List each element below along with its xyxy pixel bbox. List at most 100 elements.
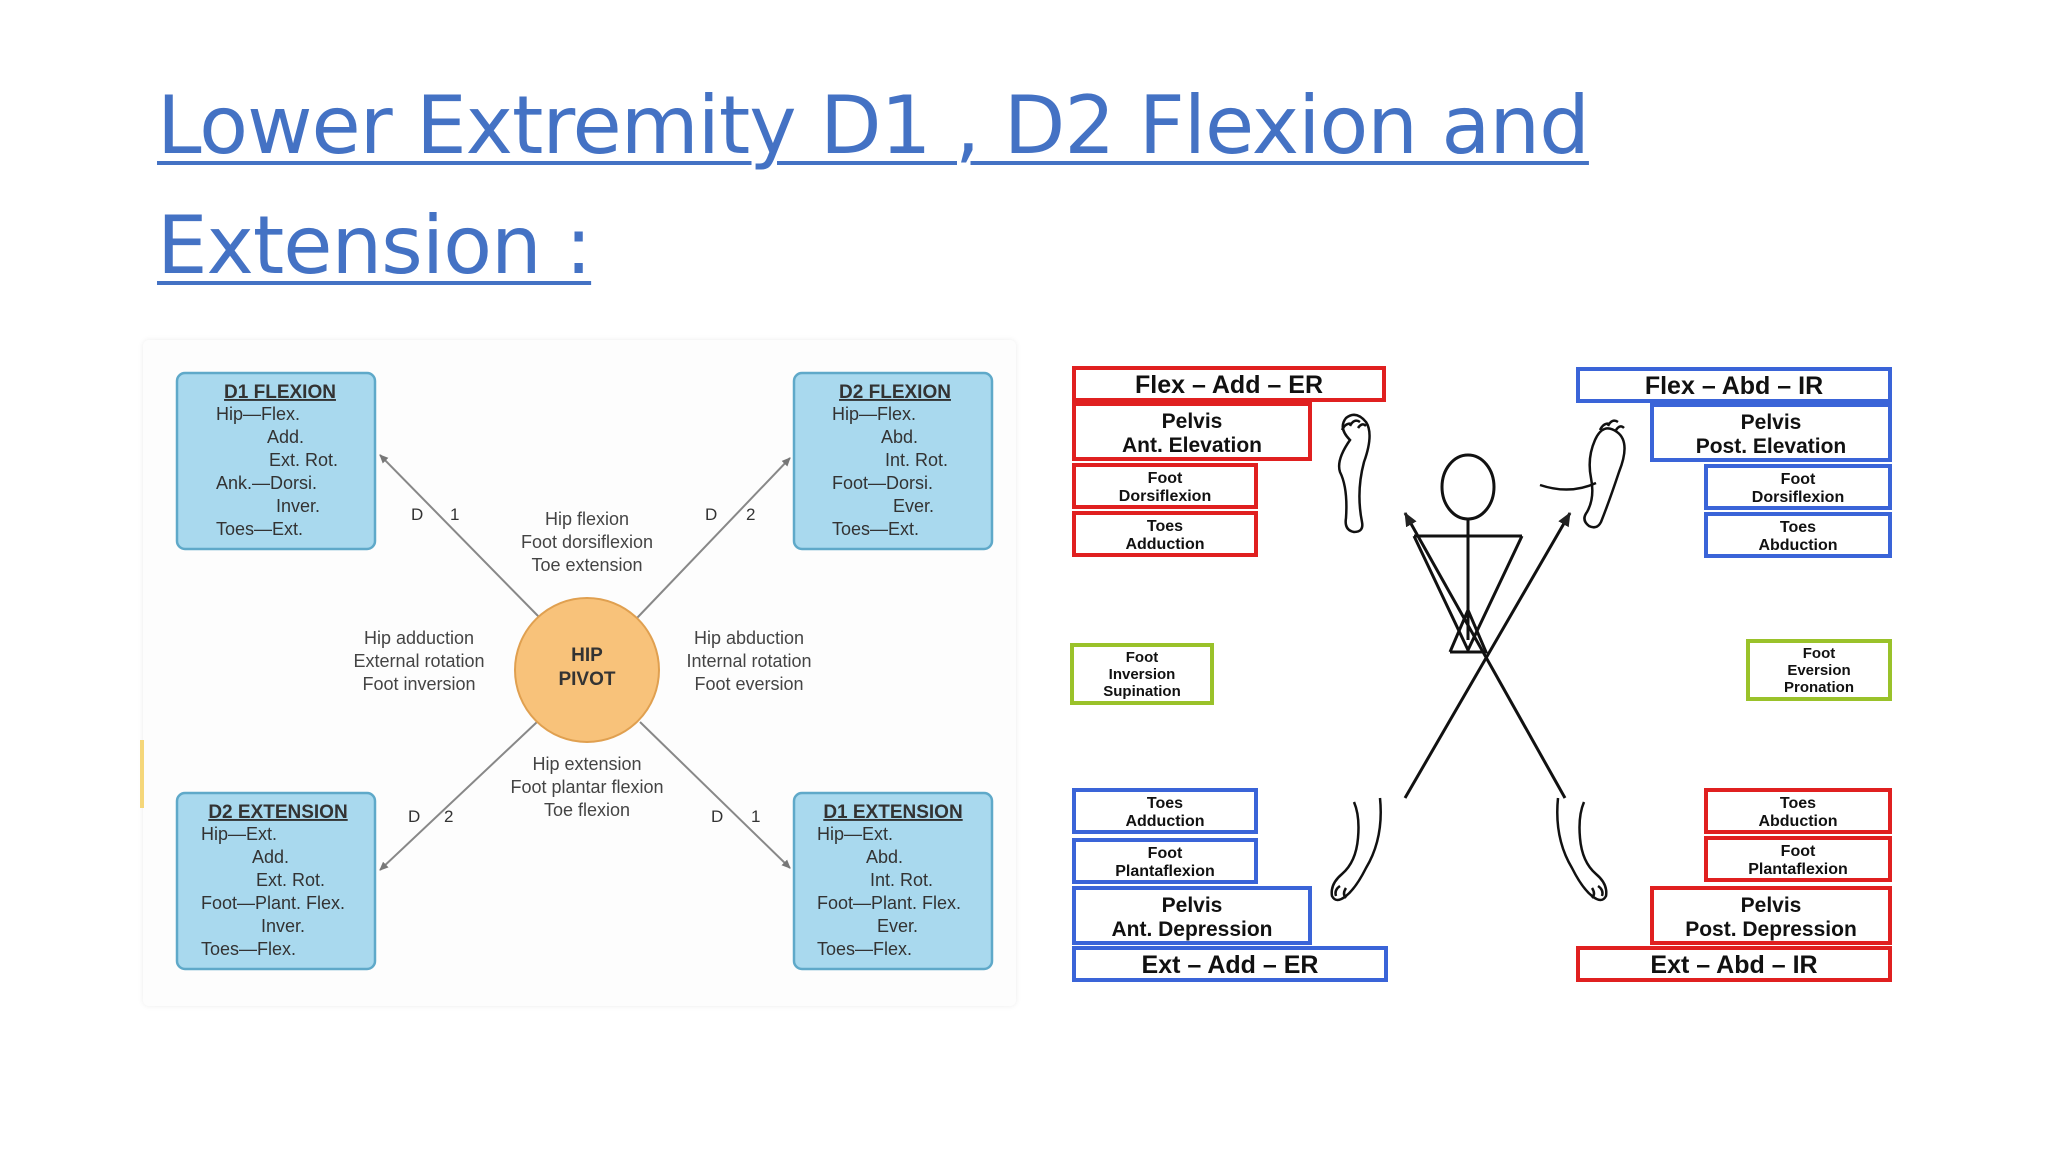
box-line: Hip—Ext. (817, 824, 893, 844)
motion-text-bottom: Hip extension (532, 754, 641, 774)
d1-flexion-box: D1 FLEXION Hip—Flex. Add. Ext. Rot. Ank.… (175, 371, 377, 551)
box-text: Pelvis (1741, 411, 1802, 434)
box-text: Adduction (1125, 813, 1204, 830)
pelvis-box (1650, 403, 1892, 462)
box-text: Toes (1147, 518, 1183, 535)
box-text: Plantaflexion (1115, 863, 1215, 880)
toes-box (1072, 788, 1258, 834)
box-line: Foot—Dorsi. (832, 473, 933, 493)
box-text: Pelvis (1741, 894, 1802, 917)
pattern-box-ext-add-er (1072, 946, 1388, 982)
box-text: Adduction (1125, 536, 1204, 553)
box-text: Supination (1103, 683, 1181, 700)
pattern-label: Flex – Add – ER (1135, 371, 1323, 399)
slide-title: Lower Extremity D1 , D2 Flexion and Exte… (157, 79, 1590, 292)
stick-figure (1412, 453, 1524, 654)
edge-highlight (140, 740, 144, 808)
box-text: Inversion (1109, 666, 1176, 683)
box-text: Foot (1803, 645, 1835, 662)
box-line: Toes—Flex. (201, 939, 296, 959)
box-line: Foot—Plant. Flex. (201, 893, 345, 913)
pattern-label: Flex – Abd – IR (1645, 372, 1823, 400)
box-text: Pelvis (1162, 410, 1223, 433)
box-line: Int. Rot. (870, 870, 933, 890)
box-line: Ank.—Dorsi. (216, 473, 317, 493)
pattern-label: Ext – Add – ER (1142, 951, 1319, 979)
box-line: Inver. (276, 496, 320, 516)
toes-box (1704, 788, 1892, 834)
d2-extension-arrow (379, 721, 538, 871)
box-line: Add. (252, 847, 289, 867)
box-text: Toes (1780, 795, 1816, 812)
box-line: Abd. (866, 847, 903, 867)
box-header: D1 FLEXION (224, 382, 336, 403)
pelvis-box (1072, 886, 1312, 945)
box-text: Foot (1148, 845, 1183, 862)
box-text: Foot (1126, 649, 1158, 666)
axis-label-d: D (411, 505, 423, 524)
box-line: Abd. (881, 427, 918, 447)
axis-label-number: 1 (751, 807, 760, 826)
box-text: Foot (1148, 470, 1183, 487)
box-text: Dorsiflexion (1752, 489, 1844, 506)
axis-label-d: D (408, 807, 420, 826)
foot-box (1704, 836, 1892, 882)
box-line: Ext. Rot. (256, 870, 325, 890)
d1-extension-box: D1 EXTENSION Hip—Ext. Abd. Int. Rot. Foo… (792, 791, 994, 971)
motion-text-left: External rotation (353, 651, 484, 671)
pelvis-box (1650, 886, 1892, 945)
box-header: D2 FLEXION (839, 382, 951, 403)
foot-icon (1337, 413, 1371, 534)
pattern-label: Ext – Abd – IR (1650, 951, 1817, 979)
box-line: Toes—Flex. (817, 939, 912, 959)
d1-flexion-arrow (379, 454, 541, 619)
motion-text-top: Hip flexion (545, 509, 629, 529)
box-line: Hip—Ext. (201, 824, 277, 844)
box-text: Pelvis (1162, 894, 1223, 917)
box-text: Plantaflexion (1748, 861, 1848, 878)
head-icon (1440, 453, 1496, 521)
box-header: D2 EXTENSION (208, 802, 347, 823)
d2-extension-box: D2 EXTENSION Hip—Ext. Add. Ext. Rot. Foo… (175, 791, 377, 971)
foot-box (1704, 464, 1892, 510)
box-text: Foot (1781, 471, 1816, 488)
left-diagram: D 1 D 2 D 2 D 1 HIP PIVOT Hip flexion Fo… (175, 371, 994, 971)
toes-box (1704, 512, 1892, 558)
box-text: Ant. Elevation (1122, 434, 1262, 457)
box-line: Toes—Ext. (832, 519, 919, 539)
box-text: Ant. Depression (1111, 918, 1272, 941)
pelvis-box (1072, 402, 1312, 461)
box-text: Dorsiflexion (1119, 488, 1211, 505)
box-line: Foot—Plant. Flex. (817, 893, 961, 913)
d2-flexion-box: D2 FLEXION Hip—Flex. Abd. Int. Rot. Foot… (792, 371, 994, 551)
box-text: Post. Elevation (1696, 435, 1847, 458)
axis-label-d: D (705, 505, 717, 524)
motion-text-right: Foot eversion (694, 674, 803, 694)
box-line: Hip—Flex. (832, 404, 916, 424)
foot-box (1072, 838, 1258, 884)
box-text: Pronation (1784, 679, 1854, 696)
eversion-box (1746, 639, 1892, 701)
hip-pivot-circle (514, 597, 660, 743)
box-line: Toes—Ext. (216, 519, 303, 539)
box-line: Int. Rot. (885, 450, 948, 470)
box-text: Toes (1147, 795, 1183, 812)
motion-text-bottom: Toe flexion (544, 800, 630, 820)
motion-text-top: Toe extension (531, 555, 642, 575)
motion-text-left: Foot inversion (362, 674, 475, 694)
box-line: Ever. (893, 496, 934, 516)
axis-label-number: 2 (746, 505, 755, 524)
right-diagram: Flex – Add – ER Pelvis Ant. Elevation Fo… (1070, 366, 1892, 982)
box-text: Abduction (1758, 537, 1837, 554)
box-text: Toes (1780, 519, 1816, 536)
box-text: Post. Depression (1685, 918, 1857, 941)
inversion-box (1070, 643, 1214, 705)
pattern-box-flex-abd-ir (1576, 367, 1892, 403)
foot-icon (1330, 797, 1382, 902)
diagonal-arrows (1403, 512, 1572, 799)
axis-label-number: 1 (450, 505, 459, 524)
motion-text-right: Hip abduction (694, 628, 804, 648)
toes-box (1072, 511, 1258, 557)
pivot-label: PIVOT (558, 669, 615, 690)
